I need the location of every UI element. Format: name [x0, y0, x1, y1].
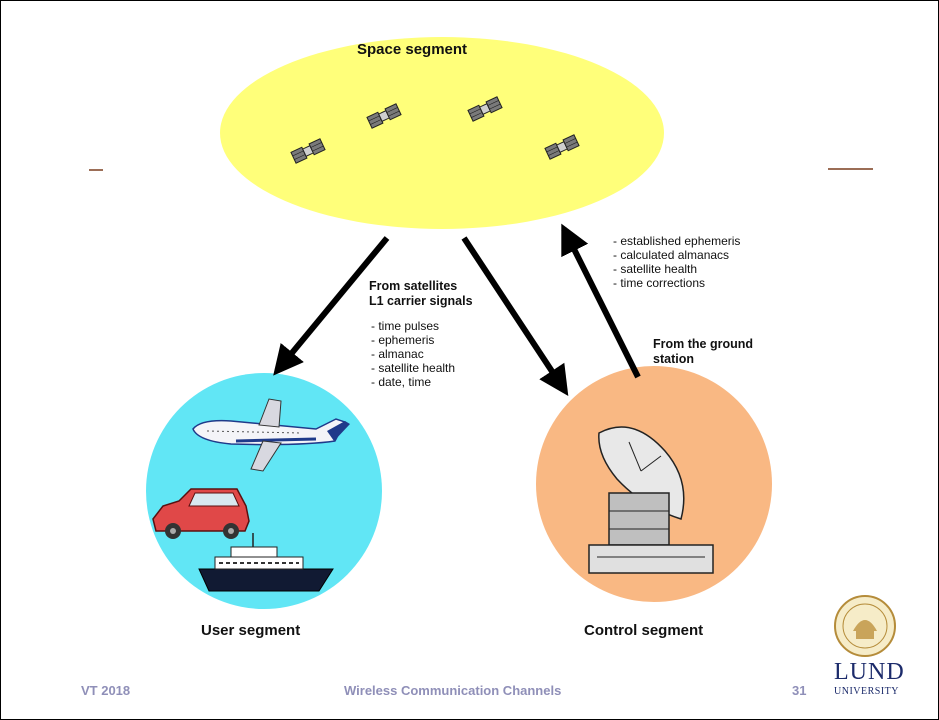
airplane-icon — [192, 398, 350, 472]
list-item: - almanac — [371, 347, 424, 361]
university-logo-name: LUND — [834, 659, 905, 685]
car-icon — [152, 488, 250, 539]
uplink-arrow — [561, 223, 641, 379]
downlink-heading: From satellites L1 carrier signals — [369, 279, 473, 309]
list-item: - time corrections — [613, 276, 706, 290]
ship-icon — [198, 533, 334, 592]
list-item: - satellite health — [371, 361, 456, 375]
page-number: 31 — [792, 683, 807, 698]
university-logo-subtitle: UNIVERSITY — [834, 686, 899, 697]
space-segment-title: Space segment — [357, 41, 468, 58]
list-item: - established ephemeris — [613, 234, 741, 248]
list-item: - date, time — [371, 375, 432, 389]
list-item: - ephemeris — [371, 333, 435, 347]
space-segment-ellipse — [220, 37, 664, 229]
user-segment-title: User segment — [201, 622, 301, 639]
uplink-heading-line: station — [653, 352, 694, 366]
list-item: - time pulses — [371, 319, 440, 333]
downlink-heading-line: L1 carrier signals — [369, 294, 473, 308]
footer-date: VT 2018 — [81, 683, 131, 698]
uplink-heading-line: From the ground — [653, 337, 753, 351]
list-item: - satellite health — [613, 262, 698, 276]
control-segment-title: Control segment — [584, 622, 704, 639]
uplink-items: - established ephemeris - calculated alm… — [613, 234, 740, 290]
uplink-heading: From the ground station — [653, 337, 753, 367]
list-item: - calculated almanacs — [613, 248, 730, 262]
satellite-dish-icon — [588, 426, 714, 574]
footer-course-title: Wireless Communication Channels — [344, 683, 562, 698]
downlink-items: - time pulses - ephemeris - almanac - sa… — [371, 319, 455, 389]
university-seal-icon — [834, 595, 896, 657]
downlink-heading-line: From satellites — [369, 279, 458, 293]
downlink-control-arrow — [461, 236, 569, 397]
downlink-user-arrow — [273, 236, 390, 376]
